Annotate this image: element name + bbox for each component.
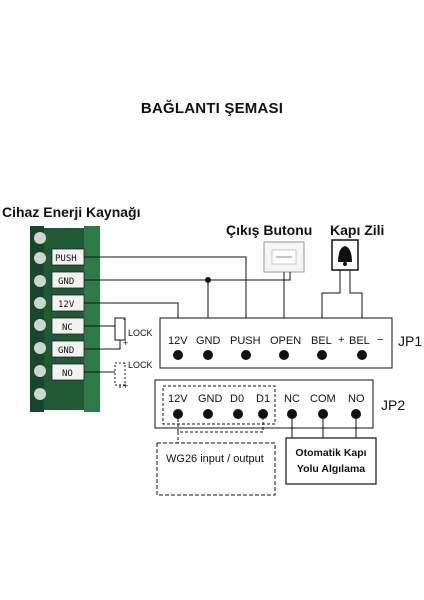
- jp2-wires: [177, 419, 357, 443]
- jp1-label: JP1: [398, 333, 422, 349]
- jp2-pin-gnd: GND: [198, 393, 223, 405]
- jp2-pin-no: NO: [348, 393, 365, 405]
- jp1-bel-minus-sign: −: [377, 334, 383, 346]
- terminal-pin-nc: NC: [62, 323, 73, 333]
- power-supply-label: Cihaz Enerji Kaynağı: [2, 204, 141, 220]
- wg26-label: WG26 input / output: [166, 453, 264, 465]
- lock-label-1: LOCK: [128, 328, 153, 338]
- terminal-pin-12v: 12V: [58, 300, 75, 310]
- lock-polarity-1: -: [123, 314, 126, 324]
- jp2-pin-d0: D0: [230, 393, 244, 405]
- lock-polarity-4: +: [123, 381, 128, 391]
- jp1-bel-plus-sign: +: [338, 334, 344, 346]
- exit-button-icon: [263, 241, 305, 273]
- wg26-box: WG26 input / output: [156, 442, 276, 496]
- jp1-pin-bel-minus: BEL: [349, 335, 370, 347]
- lock-label-2: LOCK: [128, 360, 153, 370]
- auto-door-label-line1: Otomatik Kapı: [295, 447, 366, 459]
- power-terminal-block: PUSH GND 12V NC GND NO: [30, 226, 100, 412]
- jp1-pin-push: PUSH: [230, 335, 261, 347]
- terminal-pin-gnd: GND: [58, 277, 74, 287]
- auto-door-label-line2: Yolu Algılama: [297, 463, 365, 475]
- jp1-pin-bel-plus: BEL: [311, 335, 332, 347]
- terminal-pin-no: NO: [62, 369, 73, 379]
- terminal-pin-gnd2: GND: [58, 346, 74, 356]
- jp1-pin-gnd: GND: [196, 335, 221, 347]
- jp2-pin-12v: 12V: [168, 393, 188, 405]
- jp2-pin-d1: D1: [256, 393, 270, 405]
- jp2-label: JP2: [381, 397, 405, 413]
- jp1-pin-open: OPEN: [270, 335, 301, 347]
- diagram-title: BAĞLANTI ŞEMASI: [140, 100, 284, 117]
- exit-button-label: Çıkış Butonu: [226, 222, 313, 238]
- jp1-connector: 12V GND PUSH OPEN BEL + BEL − JP1: [159, 317, 422, 369]
- jp2-connector: 12V GND D0 D1 NC COM NO JP2: [154, 379, 405, 429]
- doorbell-label: Kapı Zili: [330, 222, 385, 238]
- lock-polarity-2: +: [123, 338, 128, 348]
- jp1-pin-12v: 12V: [168, 335, 188, 347]
- jp2-pin-com: COM: [310, 393, 336, 405]
- terminal-screws: [34, 232, 46, 400]
- auto-door-box: Otomatik Kapı Yolu Algılama: [285, 437, 377, 485]
- lock-polarity-3: -: [123, 358, 126, 368]
- jp2-pin-nc: NC: [284, 393, 300, 405]
- lock-resistors: LOCK LOCK - + - +: [114, 314, 153, 391]
- doorbell-icon: [331, 239, 359, 271]
- terminal-pin-push: PUSH: [55, 254, 77, 264]
